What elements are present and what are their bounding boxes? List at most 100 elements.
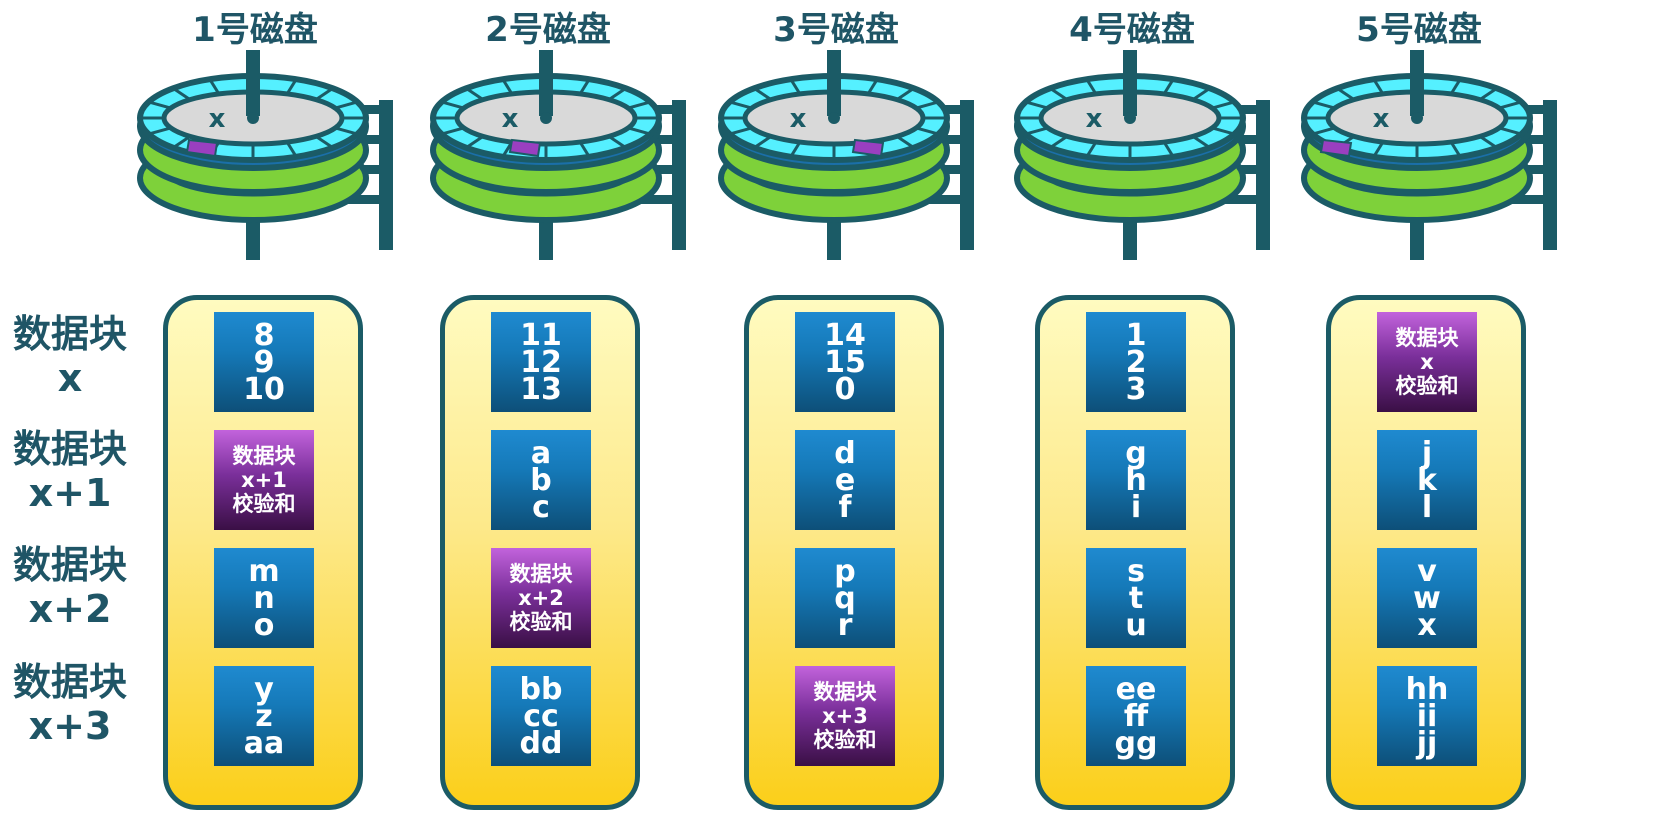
block-line: p bbox=[834, 553, 856, 589]
block-line: e bbox=[834, 462, 856, 498]
block-line: w bbox=[1413, 580, 1441, 616]
track-marker bbox=[185, 138, 219, 158]
disk-title: 2号磁盘 bbox=[485, 10, 611, 50]
block-line: b bbox=[530, 462, 552, 498]
block-line: ee bbox=[1115, 671, 1157, 707]
block-line: 9 bbox=[253, 344, 275, 380]
disk-icon: x bbox=[430, 50, 686, 260]
disk-title: 3号磁盘 bbox=[773, 10, 899, 50]
block-line: 15 bbox=[824, 344, 866, 380]
block-line: d bbox=[834, 435, 856, 471]
block-line: 数据块 bbox=[232, 444, 296, 468]
block-line: gg bbox=[1114, 725, 1158, 761]
block-line: c bbox=[532, 489, 550, 525]
block-line: x bbox=[1420, 350, 1434, 374]
track-marker bbox=[1319, 138, 1353, 158]
track-marker bbox=[508, 138, 542, 158]
block-line: 13 bbox=[520, 371, 562, 407]
row-label-line: 数据块 bbox=[12, 427, 127, 471]
disk-icon: x bbox=[137, 50, 393, 260]
block-line: cc bbox=[523, 698, 559, 734]
block-line: dd bbox=[519, 725, 563, 761]
block-line: s bbox=[1127, 553, 1145, 589]
block-line: x+3 bbox=[822, 704, 868, 728]
block-line: bb bbox=[519, 671, 563, 707]
block-line: t bbox=[1128, 580, 1144, 616]
disk-title: 4号磁盘 bbox=[1069, 10, 1195, 50]
track-marker bbox=[851, 138, 885, 158]
block-line: 1 bbox=[1125, 317, 1147, 353]
disk-icon: x bbox=[1014, 50, 1270, 260]
block-line: 3 bbox=[1125, 371, 1147, 407]
block-line: r bbox=[837, 607, 853, 643]
block-line: 数据块 bbox=[509, 562, 573, 586]
block-line: x+1 bbox=[241, 468, 287, 492]
block-line: 11 bbox=[520, 317, 562, 353]
block-line: m bbox=[248, 553, 280, 589]
row-label-line: x+1 bbox=[28, 471, 112, 515]
platter-label: x bbox=[209, 104, 226, 134]
block-line: n bbox=[253, 580, 275, 616]
block-line: ii bbox=[1416, 698, 1438, 734]
block-line: 校验和 bbox=[813, 728, 877, 752]
block-line: x+2 bbox=[518, 586, 564, 610]
block-line: 数据块 bbox=[1395, 326, 1459, 350]
block-line: x bbox=[1417, 607, 1437, 643]
block-line: o bbox=[253, 607, 275, 643]
disk-icon: x bbox=[1301, 50, 1557, 260]
block-line: z bbox=[255, 698, 273, 734]
block-line: 校验和 bbox=[232, 492, 296, 516]
block-line: ff bbox=[1123, 698, 1149, 734]
block-line: y bbox=[254, 671, 274, 707]
block-line: 2 bbox=[1125, 344, 1147, 380]
row-label-line: x+3 bbox=[28, 704, 112, 748]
platter-label: x bbox=[790, 104, 807, 134]
block-line: l bbox=[1421, 489, 1433, 525]
block-line: 0 bbox=[834, 371, 856, 407]
block-line: f bbox=[838, 489, 852, 525]
platter-label: x bbox=[1086, 104, 1103, 134]
platter-label: x bbox=[1373, 104, 1390, 134]
block-line: 校验和 bbox=[1395, 374, 1459, 398]
row-label-line: x bbox=[57, 356, 83, 400]
block-line: u bbox=[1125, 607, 1147, 643]
block-line: j bbox=[1421, 435, 1433, 471]
block-line: 8 bbox=[253, 317, 275, 353]
block-line: 14 bbox=[824, 317, 866, 353]
disk-icon: x bbox=[718, 50, 974, 260]
row-label-line: x+2 bbox=[28, 587, 112, 631]
row-label-line: 数据块 bbox=[12, 312, 127, 356]
block-line: aa bbox=[243, 725, 285, 761]
block-line: v bbox=[1417, 553, 1437, 589]
block-line: g bbox=[1125, 435, 1147, 471]
row-label-line: 数据块 bbox=[12, 543, 127, 587]
block-line: 校验和 bbox=[509, 610, 573, 634]
disk-title: 1号磁盘 bbox=[192, 10, 318, 50]
block-line: k bbox=[1417, 462, 1437, 498]
block-line: 数据块 bbox=[813, 680, 877, 704]
block-line: jj bbox=[1416, 725, 1438, 761]
